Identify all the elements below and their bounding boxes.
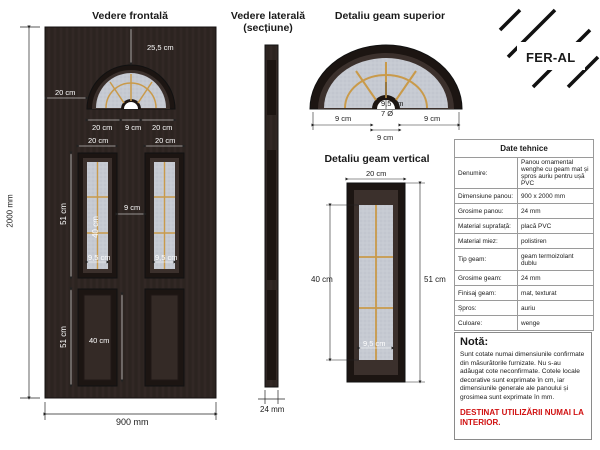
table-row: Grosime geam:24 mm (454, 270, 594, 286)
dim-overall-height: 2000 mm (5, 194, 15, 228)
dim-window-top-left: 20 cm (88, 136, 109, 145)
dim-vert-detail-inner-height: 40 cm (311, 275, 333, 284)
vertical-detail-title: Detaliu geam vertical (324, 153, 430, 165)
upper-right-window (144, 152, 185, 279)
table-row: Material suprafață:placă PVC (454, 218, 594, 234)
dim-glass-left: 9,5 cm (88, 253, 111, 262)
dim-glass-right: 9,5 cm (155, 253, 178, 262)
lower-right-panel (144, 288, 185, 387)
dim-top-detail-diameter: 7 Ø (381, 109, 394, 118)
dim-lower-height: 51 cm (58, 326, 68, 348)
dim-vert-detail-glass: 9,5 cm (363, 339, 386, 348)
dim-side-thickness: 24 mm (260, 405, 285, 414)
dim-lower-inner: 40 cm (89, 336, 110, 345)
table-row: Grosime panou:24 mm (454, 203, 594, 219)
dim-window-height: 51 cm (58, 203, 68, 225)
technical-data-table: Date tehnice Denumire:Panou ornamental w… (454, 139, 594, 331)
dim-top-detail-mid: 9 cm (377, 133, 394, 142)
dim-arch-bottom-mid: 9 cm (125, 123, 142, 132)
dim-top-detail-height: 9,5 cm (381, 99, 404, 108)
dim-vert-detail-width: 20 cm (366, 169, 387, 178)
dim-window-gap: 9 cm (124, 203, 141, 212)
side-section (264, 44, 279, 388)
dim-overall-width: 900 mm (116, 417, 149, 427)
note-text: Sunt cotate numai dimensiunile confirmat… (460, 351, 585, 401)
dim-arch-bottom-right: 20 cm (152, 123, 173, 132)
side-view-title: Vedere laterală (230, 10, 306, 22)
table-row: Tip geam:geam termoizolant dublu (454, 248, 594, 271)
vertical-detail-window (346, 182, 406, 383)
top-detail-arch (309, 44, 463, 110)
fer-al-logo (498, 8, 600, 89)
top-detail-title: Detaliu geam superior (334, 10, 446, 22)
technical-data-title: Date tehnice (454, 139, 594, 158)
dim-top-detail-left: 9 cm (335, 114, 352, 123)
interior-use-warning: DESTINAT UTILIZĂRII NUMAI LA INTERIOR. (460, 408, 584, 428)
arch-window (86, 64, 176, 110)
table-row: Denumire:Panou ornamental wenghe cu geam… (454, 157, 594, 189)
table-row: Material miez:polistiren (454, 233, 594, 249)
table-row: Culoare:wenge (454, 315, 594, 331)
table-row: Finisaj geam:mat, texturat (454, 285, 594, 301)
dim-arch-top: 25,5 cm (147, 43, 174, 52)
dim-window-inner-height: 40 cm (90, 216, 100, 238)
lower-left-panel (77, 288, 118, 387)
front-view-title: Vedere frontală (92, 10, 168, 22)
dim-top-detail-right: 9 cm (424, 114, 441, 123)
table-row: Dimensiune panou:900 x 2000 mm (454, 188, 594, 204)
dim-arch-bottom-left: 20 cm (92, 123, 113, 132)
note-title: Notă: (460, 336, 489, 348)
note-box: Notă: Sunt cotate numai dimensiunile con… (454, 332, 592, 440)
side-view-subtitle: (secțiune) (243, 22, 293, 34)
dim-vert-detail-outer-height: 51 cm (424, 275, 446, 284)
upper-left-window (77, 152, 118, 279)
logo-text: FER-AL (526, 50, 576, 65)
dim-window-top-right: 20 cm (155, 136, 176, 145)
dim-arch-left: 20 cm (55, 88, 76, 97)
table-row: Șpros:auriu (454, 300, 594, 316)
